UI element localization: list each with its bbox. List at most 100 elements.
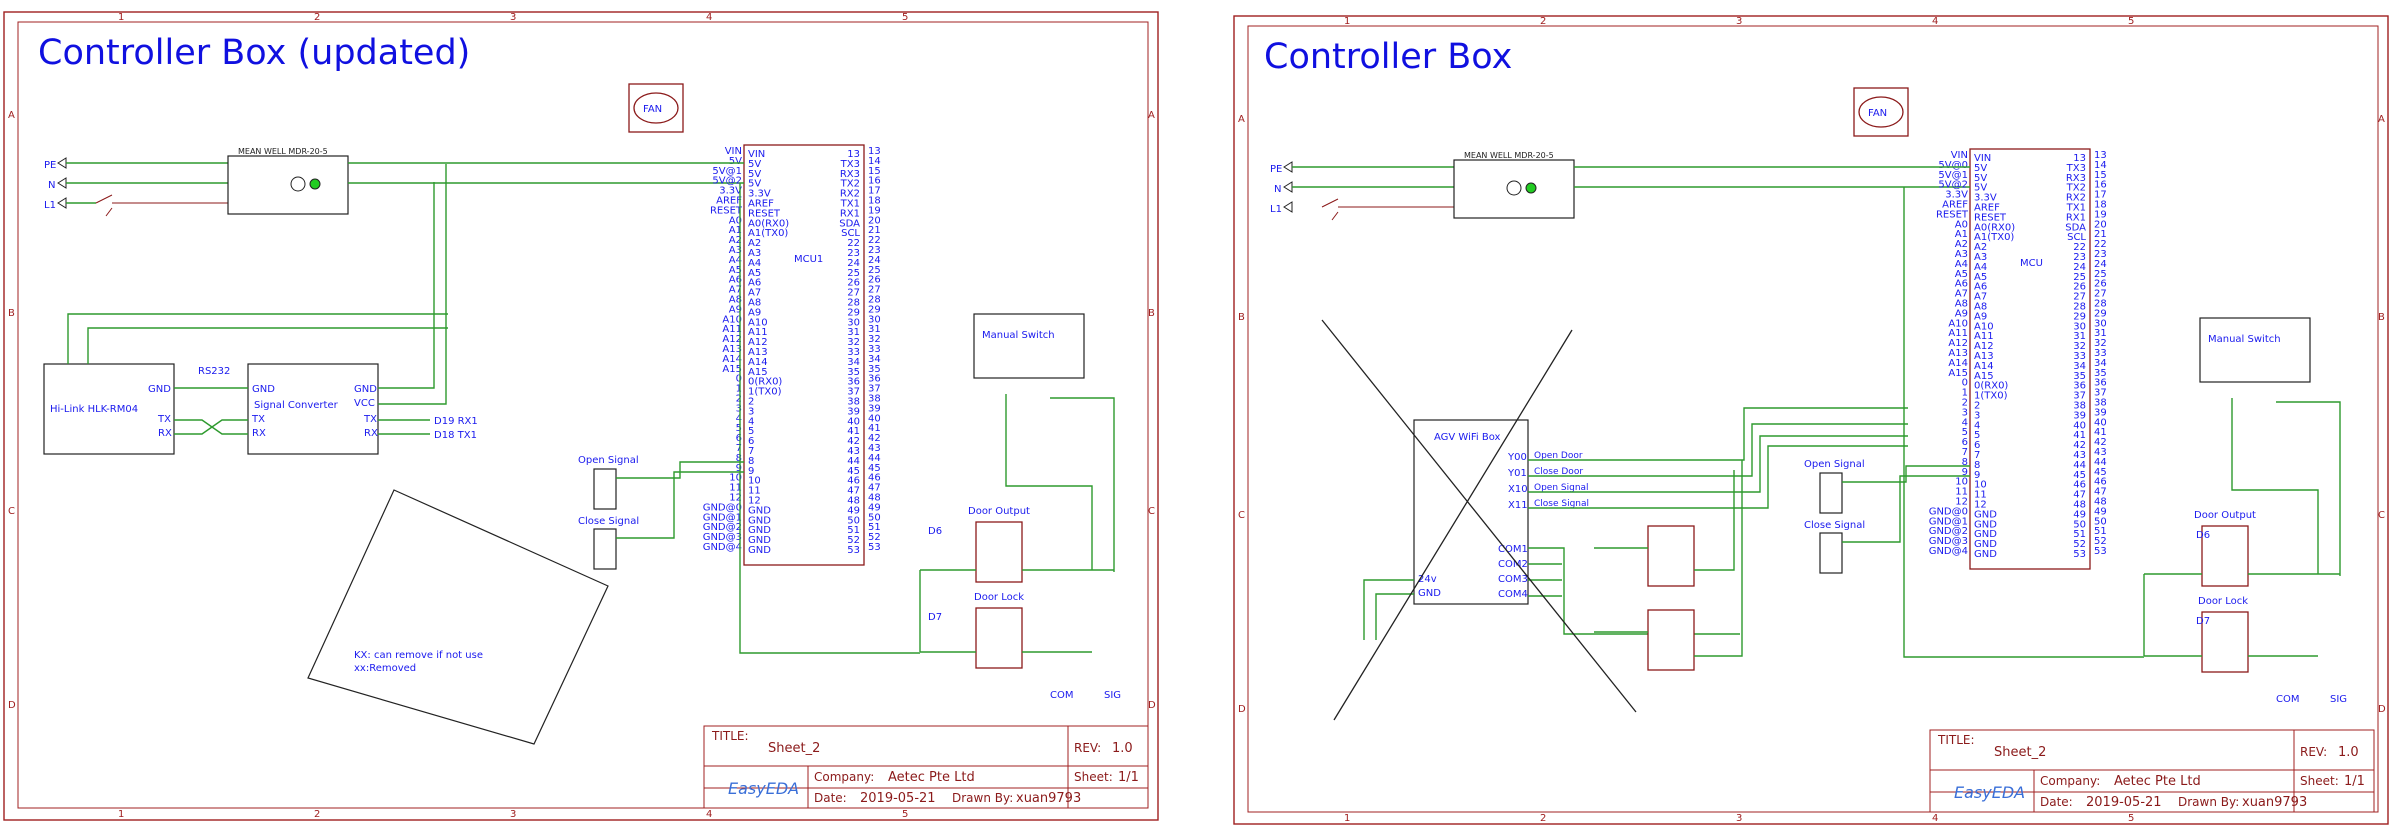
mcu-pin-inner-right: 30 [2073,321,2086,332]
mcu-pin-inner-right: 35 [847,367,860,378]
mcu-pin-inner-left: A12 [748,337,768,348]
mcu-pin-inner-left: A10 [1974,321,1994,332]
mcu-pin-outer-left: 5V@2 [1938,180,1968,191]
mcu-pin-outer-left: A1 [1955,229,1968,240]
tb-sheet: 1/1 [1118,770,1139,785]
fan: FAN [1853,87,1909,137]
mcu-pin-inner-left: 5V [748,169,761,180]
mcu-pin-outer-right: 35 [868,364,881,375]
mcu-pin-inner-left: 5V [1974,183,1987,194]
mcu-pin-outer-right: 43 [2094,447,2107,458]
svg-text:COM4: COM4 [1498,589,1528,600]
mcu-pin-inner-left: 2 [748,397,754,408]
mcu-pin-outer-left: GND@4 [1929,546,1968,557]
mcu-pin-inner-left: 9 [748,466,754,477]
n-label: N [48,180,55,191]
mcu-pin-inner-right: 51 [847,525,860,536]
mcu-pin-outer-right: 19 [2094,209,2107,220]
mcu-pin-outer-right: 28 [868,295,881,306]
mcu-pin-outer-right: 44 [868,453,881,464]
mcu-pin-inner-left: A6 [748,278,761,289]
mcu-pin-inner-right: 46 [2073,480,2086,491]
mcu-pin-inner-right: RX2 [2066,193,2086,204]
mcu-pin-inner-left: A10 [748,317,768,328]
mcu-pin-outer-left: 3.3V [1945,190,1968,201]
mcu-pin-inner-right: SCL [2067,232,2086,243]
svg-text:L1: L1 [1270,204,1282,215]
mcu-pin-inner-left: GND [748,525,771,536]
mcu-pin-outer-left: 7 [736,443,742,454]
mcu-pin-outer-left: 4 [1962,417,1968,428]
mcu-pin-outer-right: 23 [2094,249,2107,260]
mcu-pin-outer-left: 5V [729,156,742,167]
mcu-pin-outer-right: 31 [868,324,881,335]
mcu-pin-outer-left: 5 [736,423,742,434]
svg-text:Open Signal: Open Signal [1534,483,1589,493]
mcu-pin-inner-left: A0(RX0) [748,218,789,229]
mcu-pin-outer-left: 5V@1 [712,166,742,177]
mcu-pin-outer-left: A15 [722,364,742,375]
svg-text:2019-05-21: 2019-05-21 [2086,795,2162,810]
svg-text:2: 2 [314,809,320,820]
mcu-pin-outer-right: 50 [2094,516,2107,527]
mcu-pin-inner-right: TX2 [840,179,860,190]
svg-text:1: 1 [118,12,124,23]
d7-label: D7 [928,612,942,623]
mcu-pin-inner-right: 51 [2073,529,2086,540]
mcu-pin-inner-left: A3 [1974,252,1987,263]
mcu-pin-outer-left: VIN [1951,150,1968,161]
mcu-pin-inner-left: A3 [748,248,761,259]
mcu-pin-outer-left: 5V@0 [1938,160,1968,171]
mcu-pin-outer-left: GND@2 [703,522,742,533]
mcu-pin-inner-right: RX1 [2066,212,2086,223]
mcu-pin-inner-right: 45 [847,466,860,477]
mcu-pin-inner-left: RESET [1974,212,2007,223]
svg-text:Door Lock: Door Lock [2198,596,2248,607]
mcu-pin-inner-left: 3.3V [748,189,771,200]
mcu-pin-outer-right: 51 [868,522,881,533]
mcu-pin-inner-right: 24 [847,258,860,269]
tb-title: Sheet_2 [768,741,820,756]
mcu-pin-inner-right: 47 [2073,490,2086,501]
mcu-pin-outer-left: AREF [1942,200,1968,211]
mcu-pin-outer-right: 22 [868,235,881,246]
mcu-pin-inner-left: 5V [748,179,761,190]
mcu-pin-inner-left: GND [1974,539,1997,550]
svg-text:B: B [8,308,15,319]
mcu-pin-inner-right: 38 [847,397,860,408]
mcu-pin-inner-left: 8 [1974,460,1980,471]
mcu-pin-inner-left: 12 [1974,500,1987,511]
svg-text:D6: D6 [2196,530,2210,541]
svg-text:D: D [1148,700,1156,711]
mcu-pin-outer-right: 26 [868,275,881,286]
mcu-pin-inner-left: A13 [748,347,768,358]
mcu-pin-inner-left: A8 [748,298,761,309]
mcu-pin-inner-left: VIN [1974,153,1991,164]
d6-label: D6 [928,526,942,537]
svg-text:3: 3 [510,809,516,820]
mcu-pin-inner-left: A5 [748,268,761,279]
mcu-pin-inner-left: A2 [748,238,761,249]
svg-text:Sheet_2: Sheet_2 [1994,745,2046,760]
pe-label: PE [44,160,56,171]
mcu-pin-inner-left: 1(TX0) [748,387,782,398]
mcu-pin-inner-right: 52 [847,535,860,546]
mcu-pin-inner-left: 3 [748,406,754,417]
psu-mean-well: MEAN WELL MDR-20-5 [227,147,740,215]
mcu-pin-inner-left: 7 [748,446,754,457]
mcu-pin-outer-left: 1 [1962,388,1968,399]
mcu-pin-inner-right: 29 [2073,311,2086,322]
mcu-pin-inner-right: 42 [2073,440,2086,451]
svg-text:Date:: Date: [814,791,847,805]
mcu-pin-outer-left: 5V@2 [712,176,742,187]
mcu-pin-inner-left: A7 [1974,292,1987,303]
mcu-pin-outer-right: 52 [868,532,881,543]
svg-text:EasyEDA: EasyEDA [1954,783,2025,802]
agv-wifi-box: AGV WiFi Box Y00 Y01 X10 X11 Open Door C… [1321,319,1908,721]
mcu-pin-outer-left: 0 [736,374,742,385]
mcu-pin-outer-left: 10 [1955,477,1968,488]
mcu-pin-outer-right: 21 [2094,229,2107,240]
mcu-pin-outer-left: A9 [1955,308,1968,319]
mcu-pin-inner-left: 3.3V [1974,193,1997,204]
